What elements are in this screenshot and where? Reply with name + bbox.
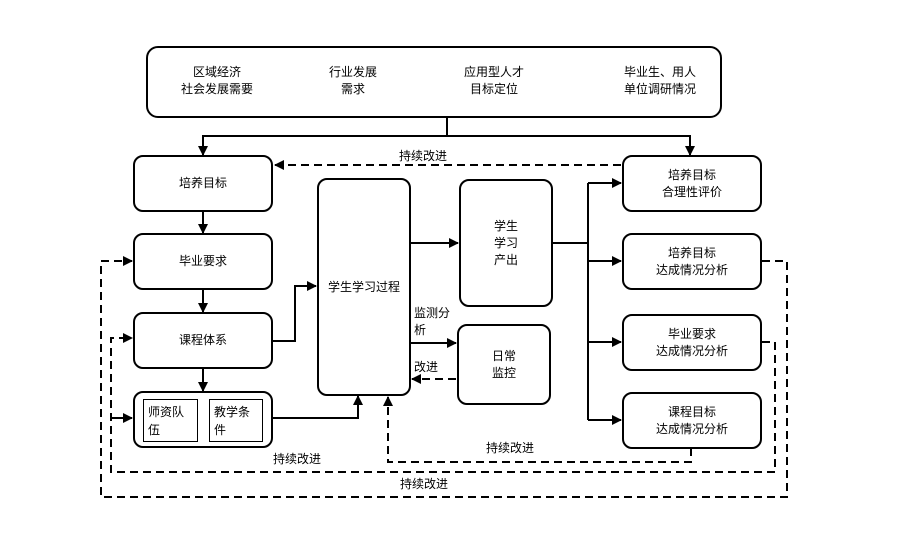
goal-achievement-analysis-box: 培养目标 达成情况分析 [622,233,762,290]
inputs-box: 区域经济 社会发展需要 行业发展 需求 应用型人才 目标定位 毕业生、用人 单位… [146,46,722,118]
requirement-achievement-analysis-box: 毕业要求 达成情况分析 [622,314,762,371]
monitor-analysis-label: 监测分 析 [414,306,451,337]
continuous-improvement-label-middle: 持续改进 [273,452,322,466]
continuous-improvement-label-outer: 持续改进 [400,477,449,491]
feedback-course-loop-dashed [383,396,692,463]
input-graduate-survey: 毕业生、用人 单位调研情况 [623,65,696,96]
faculty-box: 师资队 伍 [143,399,198,442]
goal-rationality-eval-box: 培养目标 合理性评价 [622,155,762,212]
input-regional-economy: 区域经济 社会发展需要 [180,65,253,96]
course-goal-achievement-analysis-box: 课程目标 达成情况分析 [622,392,762,449]
curriculum-box: 课程体系 [133,312,273,369]
improve-label: 改进 [414,360,439,374]
daily-monitor-box: 日常 监控 [457,324,551,405]
training-goal-box: 培养目标 [133,155,273,212]
top-to-split-line [198,117,448,156]
continuous-improvement-label-course: 持续改进 [486,441,535,455]
input-talent-positioning: 应用型人才 目标定位 [463,65,524,96]
curriculum-to-process-arrow [273,281,317,342]
top-to-eval1-arrow [447,135,695,156]
resources-to-process-arrow [273,395,363,419]
input-industry-demand: 行业发展 需求 [328,65,377,96]
learning-output-box: 学生 学习 产出 [459,179,553,307]
resources-box: 师资队 伍 教学条 件 [133,391,273,448]
continuous-improvement-label-top: 持续改进 [399,149,448,163]
teaching-conditions-box: 教学条 件 [209,399,263,442]
feedback-middle-loop-dashed [110,333,776,473]
learning-process-box: 学生学习过程 [317,178,411,396]
feedback-outer-loop-dashed [100,256,788,498]
graduation-requirement-box: 毕业要求 [133,233,273,290]
